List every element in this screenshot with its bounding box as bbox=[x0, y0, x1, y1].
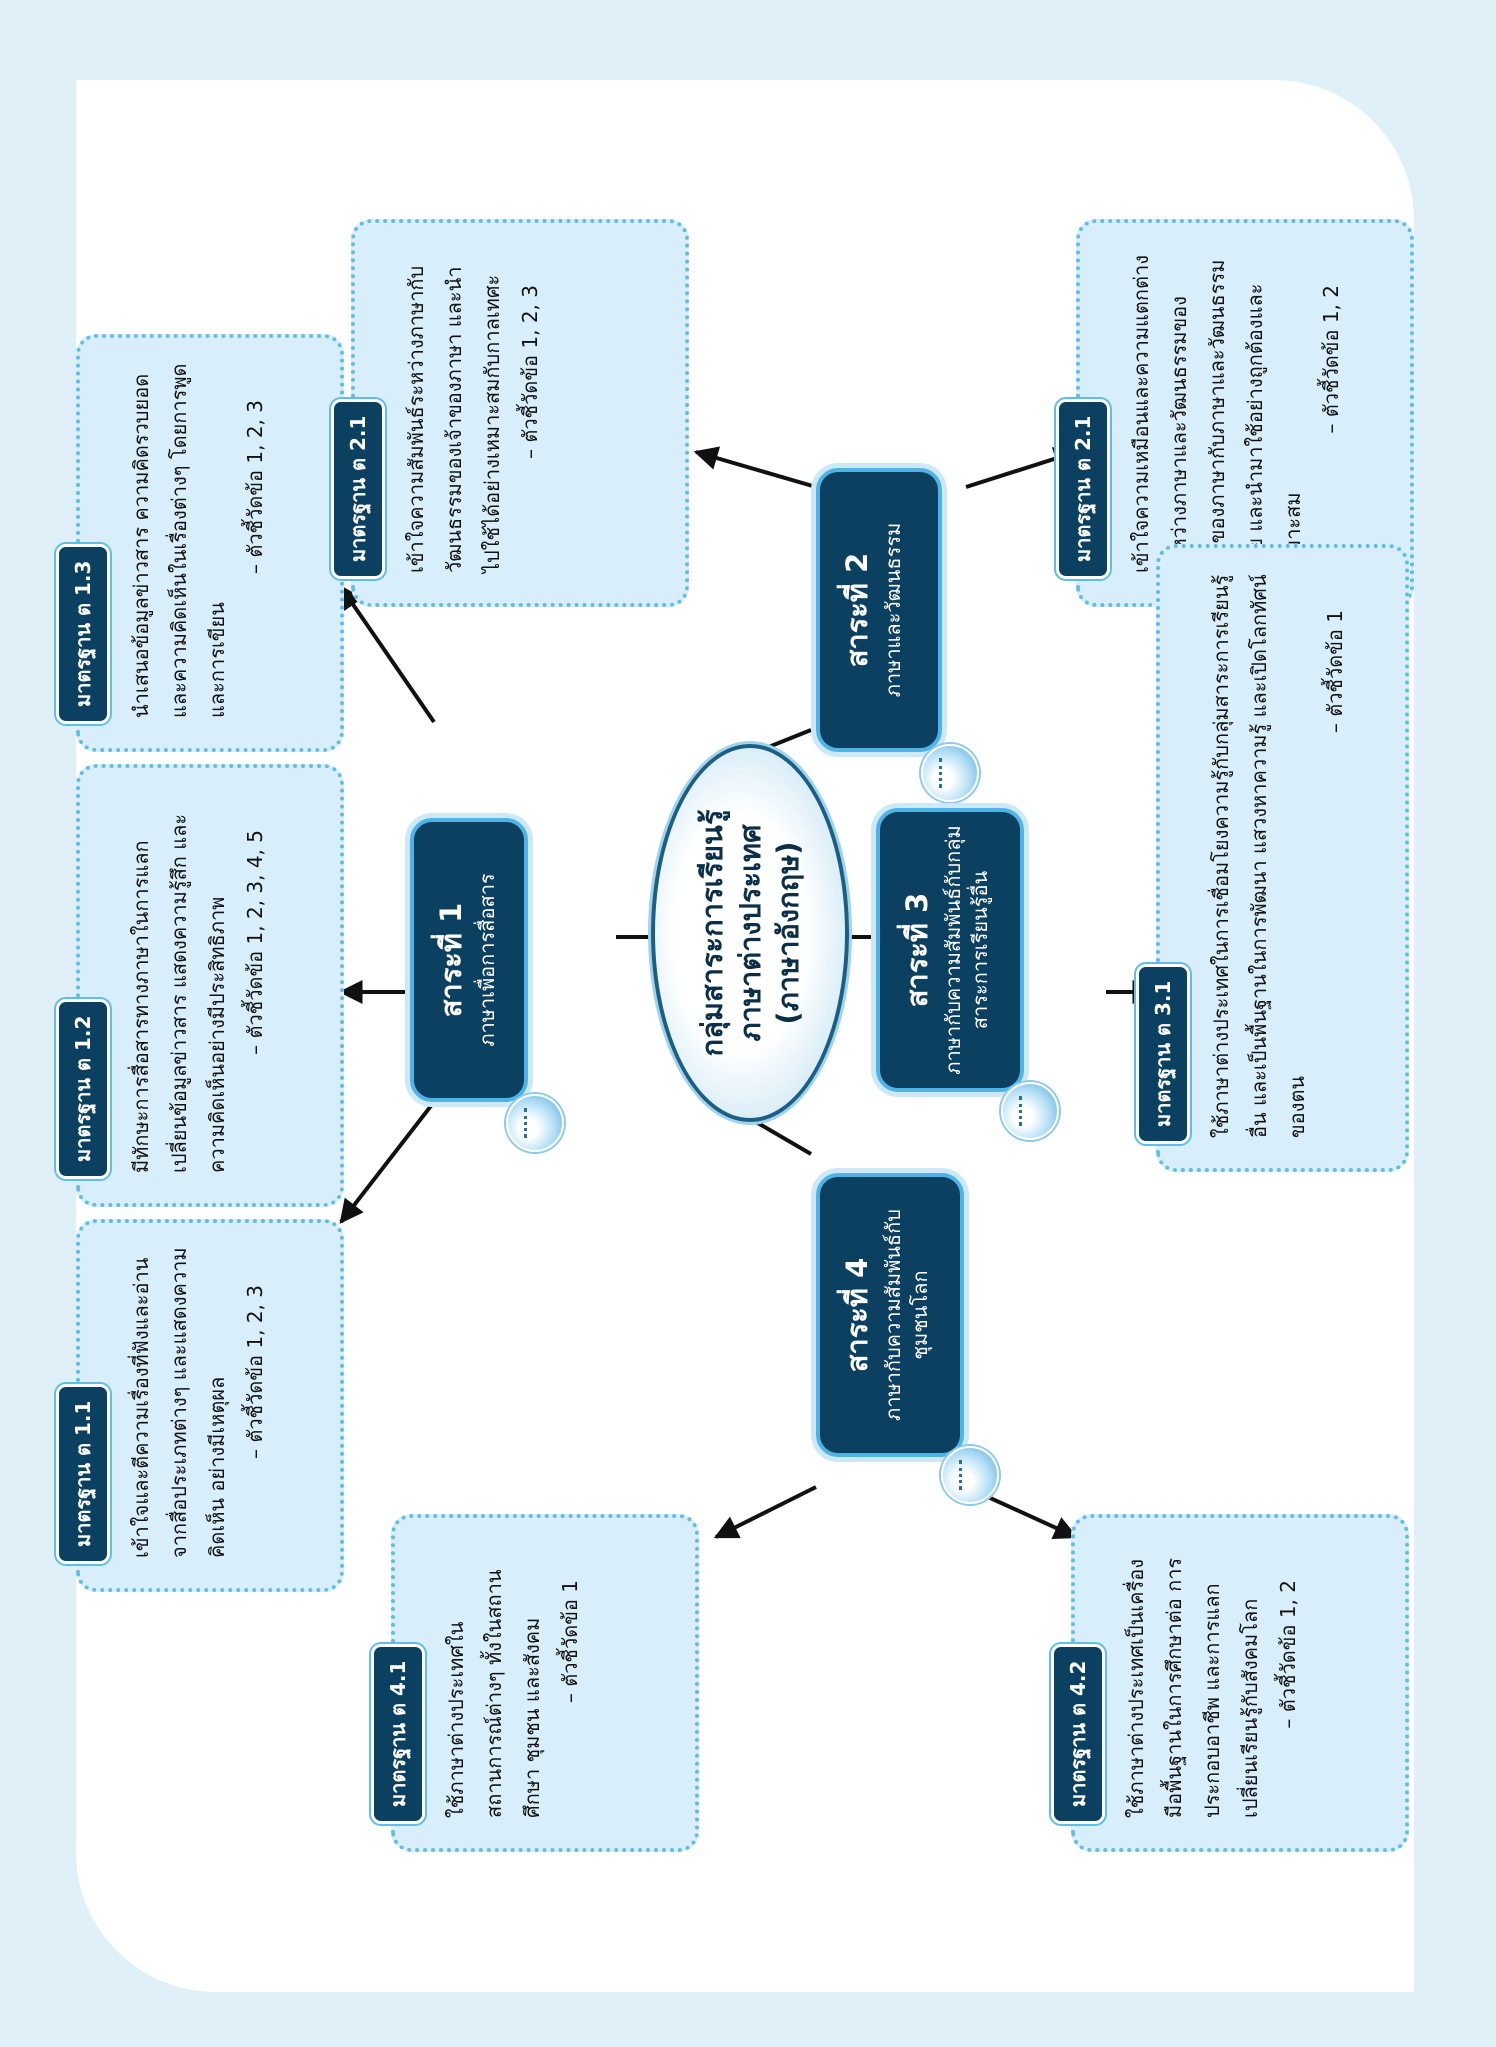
standard-text: ใช้ภาษาต่างประเทศในการเชื่อมโยงความรู้กั… bbox=[1209, 574, 1309, 1138]
arrow-to-standard-2-1a bbox=[693, 446, 817, 489]
standard-indicator: – ตัวชี้วัดข้อ 1, 2, 3, 4, 5 bbox=[243, 830, 267, 1055]
standard-badge: มาตรฐาน ต 3.1 bbox=[1136, 963, 1190, 1144]
standard-card-2-1a: มาตรฐาน ต 2.1 เข้าใจความสัมพันธ์ระหว่างภ… bbox=[331, 219, 689, 607]
standard-card-1-2: มาตรฐาน ต 1.2 มีทักษะการสื่อสารทางภาษาใน… bbox=[56, 764, 344, 1207]
connector-lines bbox=[338, 446, 1157, 1539]
strand-4-box: สาระที่ 4 ภาษากับความสัมพันธ์กับชุมชนโลก bbox=[816, 1173, 964, 1457]
standard-indicator: – ตัวชี้วัดข้อ 1 bbox=[558, 1580, 582, 1704]
standard-badge: มาตรฐาน ต 2.1 bbox=[331, 398, 385, 579]
standard-body: มีทักษะการสื่อสารทางภาษาในการแลกเปลี่ยนข… bbox=[122, 790, 274, 1173]
center-title-line3: (ภาษาอังกฤษ) bbox=[771, 841, 805, 1025]
standard-indicator: – ตัวชี้วัดข้อ 1, 2, 3 bbox=[518, 285, 542, 460]
strand-1-title: สาระที่ 1 bbox=[434, 902, 468, 1018]
strand-3-title: สาระที่ 3 bbox=[900, 892, 934, 1008]
standard-body: ใช้ภาษาต่างประเทศในการเชื่อมโยงความรู้กั… bbox=[1202, 570, 1354, 1138]
standard-body: เข้าใจและตีความเรื่องที่ฟังและอ่านจากสื่… bbox=[122, 1245, 274, 1558]
arrow-to-standard-4-1 bbox=[713, 1485, 817, 1539]
standard-body: เข้าใจความเหมือนและความแตกต่างระหว่างภาษ… bbox=[1122, 245, 1350, 573]
standard-badge: มาตรฐาน ต 4.2 bbox=[1051, 1643, 1105, 1824]
strand-1-box: สาระที่ 1 ภาษาเพื่อการสื่อสาร bbox=[410, 818, 528, 1102]
standard-badge: มาตรฐาน ต 1.1 bbox=[56, 1383, 110, 1564]
arrow-to-standard-1-1 bbox=[339, 1100, 436, 1224]
mascot-icon bbox=[941, 1446, 999, 1504]
standard-card-4-2: มาตรฐาน ต 4.2 ใช้ภาษาต่างประเทศเป็นเครื่… bbox=[1051, 1514, 1409, 1852]
center-title-ellipse: กลุ่มสาระการเรียนรู้ ภาษาต่างประเทศ (ภาษ… bbox=[651, 744, 849, 1122]
standard-badge: มาตรฐาน ต 1.2 bbox=[56, 998, 110, 1179]
mascot-icon bbox=[921, 744, 979, 802]
standard-indicator: – ตัวชี้วัดข้อ 1, 2, 3 bbox=[243, 1285, 267, 1460]
standard-badge: มาตรฐาน ต 4.1 bbox=[371, 1643, 425, 1824]
strand-4-title: สาระที่ 4 bbox=[840, 1257, 874, 1373]
standard-indicator: – ตัวชี้วัดข้อ 1, 2 bbox=[1319, 285, 1343, 434]
standard-card-3-1: มาตรฐาน ต 3.1 ใช้ภาษาต่างประเทศในการเชื่… bbox=[1136, 544, 1409, 1172]
standard-indicator: – ตัวชี้วัดข้อ 1 bbox=[1323, 610, 1347, 734]
standard-text: เข้าใจความสัมพันธ์ระหว่างภาษากับวัฒนธรรม… bbox=[404, 265, 504, 573]
standard-text: เข้าใจและตีความเรื่องที่ฟังและอ่านจากสื่… bbox=[129, 1247, 229, 1558]
strand-2-box: สาระที่ 2 ภาษาและวัฒนธรรม bbox=[816, 468, 942, 752]
mascot-icon bbox=[1001, 1082, 1059, 1140]
standard-text: เข้าใจความเหมือนและความแตกต่างระหว่างภาษ… bbox=[1129, 254, 1305, 573]
strand-2-desc: ภาษาและวัฒนธรรม bbox=[881, 522, 905, 698]
strand-2-title: สาระที่ 2 bbox=[840, 552, 874, 668]
center-title-line2: ภาษาต่างประเทศ bbox=[733, 824, 767, 1042]
arrow-to-standard-1-3 bbox=[339, 585, 436, 724]
standard-card-1-3: มาตรฐาน ต 1.3 นำเสนอข้อมูลข่าวสาร ความคิ… bbox=[56, 334, 344, 752]
connector-center-strand4 bbox=[754, 1120, 813, 1156]
standard-text: ใช้ภาษาต่างประเทศในสถานการณ์ต่างๆ ทั้งใน… bbox=[444, 1569, 544, 1818]
strand-4-desc: ภาษากับความสัมพันธ์กับชุมชนโลก bbox=[881, 1209, 932, 1421]
standard-indicator: – ตัวชี้วัดข้อ 1, 2, 3 bbox=[243, 400, 267, 575]
standard-card-1-1: มาตรฐาน ต 1.1 เข้าใจและตีความเรื่องที่ฟั… bbox=[56, 1219, 344, 1592]
strand-3-box: สาระที่ 3 ภาษากับความสัมพันธ์กับกลุ่มสาร… bbox=[876, 808, 1024, 1092]
standard-body: เข้าใจความสัมพันธ์ระหว่างภาษากับวัฒนธรรม… bbox=[397, 245, 549, 573]
strand-3-desc: ภาษากับความสัมพันธ์กับกลุ่มสาระการเรียนร… bbox=[941, 825, 992, 1075]
standard-body: ใช้ภาษาต่างประเทศในสถานการณ์ต่างๆ ทั้งใน… bbox=[437, 1540, 589, 1818]
standard-badge: มาตรฐาน ต 2.1 bbox=[1056, 398, 1110, 579]
strand-1-desc: ภาษาเพื่อการสื่อสาร bbox=[475, 873, 499, 1047]
standard-text: ใช้ภาษาต่างประเทศเป็นเครื่องมือพื้นฐานใน… bbox=[1124, 1557, 1262, 1818]
standard-indicator: – ตัวชี้วัดข้อ 1, 2 bbox=[1276, 1580, 1300, 1729]
standard-body: ใช้ภาษาต่างประเทศเป็นเครื่องมือพื้นฐานใน… bbox=[1117, 1540, 1307, 1818]
standard-body: นำเสนอข้อมูลข่าวสาร ความคิดรวบยอด และควา… bbox=[122, 360, 274, 718]
mascot-icon bbox=[506, 1094, 564, 1152]
standard-card-4-1: มาตรฐาน ต 4.1 ใช้ภาษาต่างประเทศในสถานการ… bbox=[371, 1514, 699, 1852]
standard-text: นำเสนอข้อมูลข่าวสาร ความคิดรวบยอด และควา… bbox=[129, 363, 229, 718]
mind-map: กลุ่มสาระการเรียนรู้ ภาษาต่างประเทศ (ภาษ… bbox=[56, 80, 1414, 1992]
standard-text: มีทักษะการสื่อสารทางภาษาในการแลกเปลี่ยนข… bbox=[129, 813, 229, 1173]
center-title-line1: กลุ่มสาระการเรียนรู้ bbox=[695, 809, 729, 1057]
standard-badge: มาตรฐาน ต 1.3 bbox=[56, 543, 110, 724]
